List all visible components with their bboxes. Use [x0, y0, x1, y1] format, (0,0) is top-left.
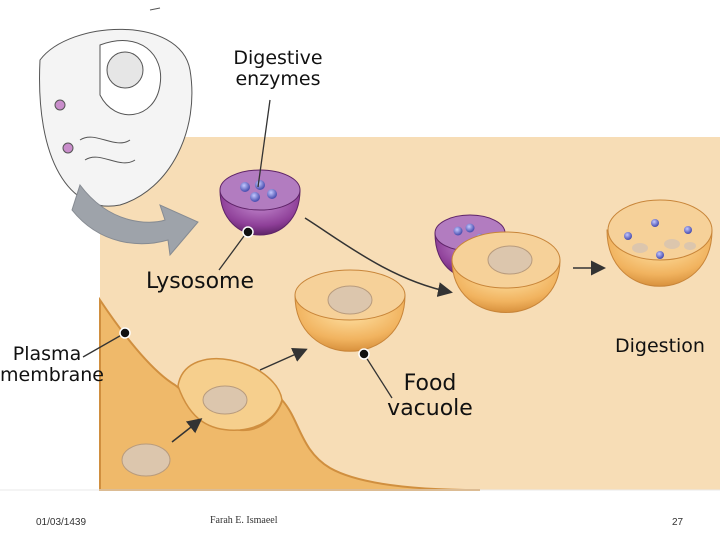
enzyme-particle: [453, 226, 463, 236]
food-particle: [327, 285, 373, 315]
arrow-particle-to-membrane: [171, 418, 203, 443]
enzyme-group: [240, 180, 277, 202]
marker-plasma-membrane: [119, 327, 131, 339]
pointer-digestive-enzymes: [257, 99, 271, 188]
food-particle: [202, 385, 248, 415]
digested-particles: [624, 219, 696, 259]
label-digestive-enzymes: Digestive enzymes: [233, 47, 323, 91]
label-food-vacuole: Food vacuole: [387, 371, 473, 421]
marker-lysosome: [242, 226, 254, 238]
pointer-food-vacuole: [363, 353, 393, 399]
footer-date: 01/03/1439: [36, 517, 87, 528]
marker-food-vacuole: [358, 348, 370, 360]
arrow-membrane-to-vacuole: [259, 348, 308, 371]
label-plasma-membrane: Plasma membrane: [0, 343, 104, 387]
footer-author: Farah E. Ismaeel: [210, 515, 278, 526]
cell-sketch-icon: [39, 7, 193, 207]
enzyme-particle: [465, 223, 475, 233]
footer-page-number: 27: [672, 517, 684, 528]
food-particle: [121, 443, 171, 477]
label-lysosome: Lysosome: [145, 269, 255, 294]
pointer-lysosome: [218, 231, 248, 271]
path-arrow-lysosome-to-fusion: [304, 217, 453, 297]
label-digestion: Digestion: [615, 335, 705, 357]
zoom-arrow-icon: [71, 183, 199, 257]
pointer-plasma-membrane: [82, 332, 126, 358]
food-particle: [487, 245, 533, 275]
